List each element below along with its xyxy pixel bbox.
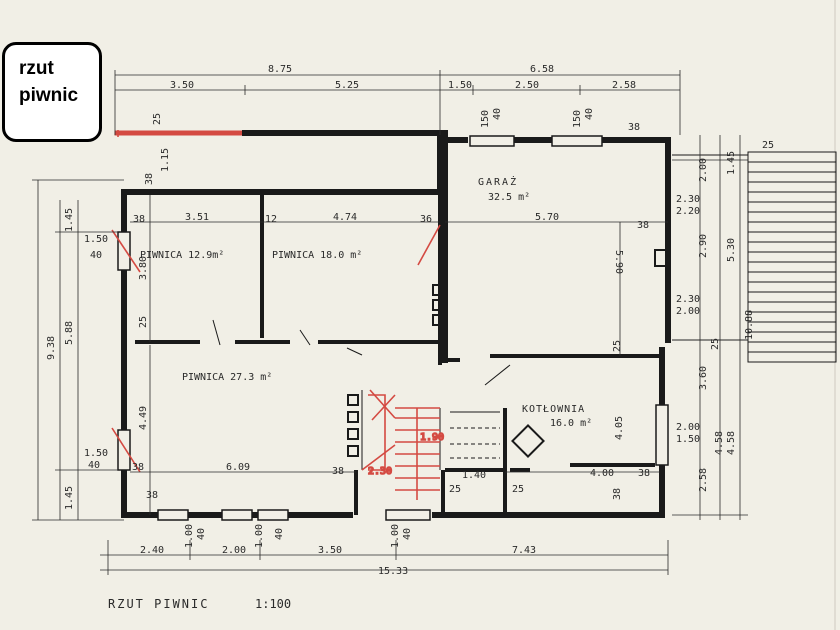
- dim-top-seg5: 2.58: [612, 80, 636, 91]
- door-swings: [212, 319, 511, 386]
- dim-top-total-right: 6.58: [530, 64, 554, 75]
- red-cross-marks: [111, 130, 441, 473]
- dim-right-g1: 2.00: [698, 158, 709, 182]
- dim-115: 1.15: [160, 148, 171, 172]
- room-garage-name: GARAŻ: [478, 175, 518, 188]
- dim-top-total-left: 8.75: [268, 64, 292, 75]
- dim-right-g10: 4.58: [714, 431, 725, 455]
- dim-38-g: 38: [638, 468, 650, 479]
- dim-window-150a: 150: [480, 110, 491, 128]
- dim-top-seg1: 3.50: [170, 80, 194, 91]
- windows: [117, 135, 669, 521]
- dim-38-d: 38: [637, 220, 649, 231]
- dim-right-g5: 2.30: [676, 294, 700, 305]
- dim-38-f: 38: [332, 466, 344, 477]
- dim-right-total: 10.88: [744, 310, 755, 340]
- room-cellar-2: PIWNICA 18.0 m²: [272, 250, 362, 261]
- dim-bottom-seg3: 3.50: [318, 545, 342, 556]
- dim-right-v3: 4.58: [726, 431, 737, 455]
- dim-38-h: 38: [146, 490, 158, 501]
- dim-25-b: 25: [138, 316, 149, 328]
- room-cellar-3: PIWNICA 27.3 m²: [182, 372, 272, 383]
- dim-bottom-w1b: 40: [196, 528, 207, 540]
- dim-left-w2a: 1.50: [84, 448, 108, 459]
- dim-window-40a: 40: [492, 108, 503, 120]
- dim-474: 4.74: [333, 212, 357, 223]
- dim-right-g9: 1.50: [676, 434, 700, 445]
- dim-left-bottom: 1.45: [64, 486, 75, 510]
- dim-top-seg2: 5.25: [335, 80, 359, 91]
- interior-walls: [135, 195, 662, 515]
- dimension-lines: [32, 70, 748, 575]
- dim-25-d: 25: [512, 484, 524, 495]
- dim-bottom-w3b: 40: [402, 528, 413, 540]
- dim-left-w1b: 40: [90, 250, 102, 261]
- dim-405: 4.05: [614, 416, 625, 440]
- dim-570: 5.70: [535, 212, 559, 223]
- dim-380: 3.80: [138, 256, 149, 280]
- chimney-blocks: [347, 249, 668, 458]
- room-boiler-name: KOTŁOWNIA: [522, 404, 585, 415]
- dim-bottom-seg1: 2.40: [140, 545, 164, 556]
- dim-top-seg4: 2.50: [515, 80, 539, 91]
- dim-left-w1a: 1.50: [84, 234, 108, 245]
- dim-38-i: 38: [612, 488, 623, 500]
- dim-right-v2: 5.30: [726, 238, 737, 262]
- dim-bottom-w2b: 40: [274, 528, 285, 540]
- red-stair-design: 2.30 1.90: [361, 389, 445, 500]
- dim-590: 5.90: [613, 250, 624, 274]
- drawing-title: RZUT PIWNIC: [108, 597, 209, 611]
- dim-12: 12: [265, 214, 277, 225]
- dim-right-g6: 2.00: [676, 306, 700, 317]
- dim-140: 1.40: [462, 470, 486, 481]
- dim-bottom-total: 15.33: [378, 566, 408, 577]
- dim-right-t1: 25: [762, 140, 774, 151]
- dim-left-w2b: 40: [88, 460, 100, 471]
- exterior-terrace: [672, 151, 837, 363]
- exterior-walls: [114, 130, 671, 518]
- room-cellar-1: PIWNICA 12.9m²: [140, 250, 224, 261]
- dim-right-g7: 3.60: [698, 366, 709, 390]
- dim-bottom-seg4: 7.43: [512, 545, 536, 556]
- dim-right-g2: 2.30: [676, 194, 700, 205]
- dim-38-c: 38: [133, 214, 145, 225]
- drawing-scale: 1:100: [255, 597, 291, 611]
- dim-right-g11: 2.58: [698, 468, 709, 492]
- dim-left-top: 1.45: [64, 208, 75, 232]
- red-dim-1: 2.30: [368, 466, 392, 477]
- dim-right-g8: 2.00: [676, 422, 700, 433]
- dim-right-t2: 25: [710, 338, 721, 350]
- dim-38-garage: 38: [628, 122, 640, 133]
- dim-bottom-w2: 1.00: [254, 524, 265, 548]
- dim-left-total: 9.38: [46, 336, 57, 360]
- dim-right-v1: 1.45: [726, 151, 737, 175]
- dim-window-40b: 40: [584, 108, 595, 120]
- title-label-line2: piwnic: [19, 85, 79, 106]
- dim-38-top: 38: [144, 173, 155, 185]
- room-garage-area: 32.5 m²: [488, 192, 530, 203]
- dim-right-g4: 2.90: [698, 234, 709, 258]
- dim-25-e: 25: [612, 340, 623, 352]
- dim-449: 4.49: [138, 406, 149, 430]
- dim-bottom-w1: 1.00: [184, 524, 195, 548]
- dim-400: 4.00: [590, 468, 614, 479]
- title-label-box: rzut piwnic: [2, 42, 102, 142]
- dim-609: 6.09: [226, 462, 250, 473]
- dim-window-150b: 150: [572, 110, 583, 128]
- dim-36: 36: [420, 214, 432, 225]
- dim-right-g3: 2.20: [676, 206, 700, 217]
- dim-left-inner: 5.88: [64, 321, 75, 345]
- dim-25-c: 25: [449, 484, 461, 495]
- dim-25-top: 25: [152, 113, 163, 125]
- room-boiler-area: 16.0 m²: [550, 418, 592, 429]
- dim-bottom-w3: 1.00: [390, 524, 401, 548]
- title-label-line1: rzut: [19, 58, 54, 79]
- red-dim-2: 1.90: [420, 432, 444, 443]
- dim-top-seg3: 1.50: [448, 80, 472, 91]
- dim-38-e: 38: [132, 462, 144, 473]
- dim-bottom-seg2: 2.00: [222, 545, 246, 556]
- dim-351: 3.51: [185, 212, 209, 223]
